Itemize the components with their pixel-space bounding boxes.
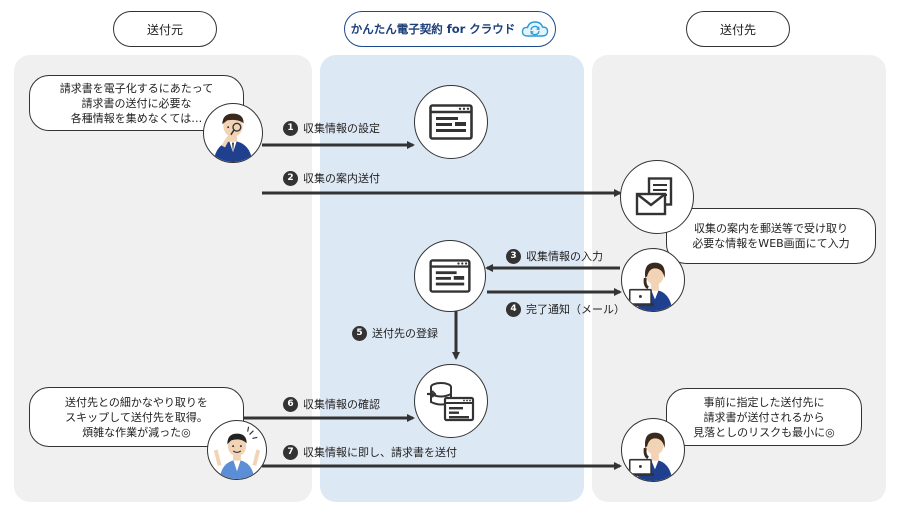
sender-header: 送付元 [113,11,217,47]
step-3: 3 収集情報の入力 [506,248,603,264]
bubble-line: 煩雑な作業が減った◎ [82,425,191,439]
step-2: 2 収集の案内送付 [283,170,380,186]
businesswoman-laptop-icon [626,262,673,311]
step-label: 収集情報の確認 [303,398,380,411]
bubble-line: 各種情報を集めなくては… [70,111,203,125]
step-number: 2 [283,170,298,186]
bubble-line: 必要な情報をWEB画面にて入力 [692,237,850,250]
step-label: 完了通知（メール） [526,303,625,316]
bubble-line: 請求書の送付に必要な [81,96,192,110]
step-4: 4 完了通知（メール） [506,301,625,317]
recipient-input-bubble: 収集の案内を郵送等で受け取り 必要な情報をWEB画面にて入力 [666,208,876,264]
step-label: 収集情報の設定 [303,122,380,135]
recipient-person-laptop [621,418,685,482]
recipient-header-label: 送付先 [719,22,756,37]
bubble-line: 収集の案内を郵送等で受け取り [694,222,848,235]
browser-window-icon [429,104,473,140]
step-number: 5 [352,325,367,341]
registry-database [414,364,488,438]
envelope-document-icon [635,177,673,216]
service-header: かんたん電子契約 for クラウド 送付先 [344,11,556,47]
sender-header-label: 送付元 [146,22,183,37]
step-label: 収集情報の入力 [526,250,603,263]
step-label: 収集の案内送付 [303,172,380,185]
service-header-label: かんたん電子契約 for クラウド [350,22,516,36]
database-browser-icon [427,382,475,422]
step-number: 6 [283,396,298,412]
settings-browser [414,85,488,159]
bubble-line: 事前に指定した送付先に [703,395,825,409]
bubble-line: 請求書を電子化するにあたって [59,81,214,95]
bubble-line: 請求書が送付されるから [703,410,825,424]
step-number: 4 [506,301,521,317]
recipient-person-laptop [621,248,685,312]
step-number: 7 [283,444,298,460]
step-5: 5 送付先の登録 [352,325,438,341]
step-7: 7 収集情報に即し、請求書を送付 [283,444,457,460]
step-number: 1 [283,120,298,136]
businessman-icon [213,113,253,162]
step-label: 送付先の登録 [372,327,438,340]
bubble-line: スキップして送付先を取得。 [65,410,208,424]
businesswoman-laptop-icon [626,432,673,481]
bubble-line: 送付先との細かなやり取りを [65,395,208,409]
step-label: 収集情報に即し、請求書を送付 [303,446,457,459]
step-number: 3 [506,248,521,264]
recipient-result-bubble: 事前に指定した送付先に 請求書が送付されるから 見落としのリスクも最小に◎ [666,388,862,446]
recipient-header: 送付先 [686,11,790,47]
invitation-mail [620,160,694,234]
sender-person-thinking [203,103,263,163]
sender-person-happy [207,420,267,480]
sender-result-bubble: 送付先との細かなやり取りを スキップして送付先を取得。 煩雑な作業が減った◎ [29,387,244,447]
bubble-line: 見落としのリスクも最小に◎ [693,425,835,439]
cloud-sync-icon [522,21,549,37]
input-browser [414,240,486,312]
businessman-icon [213,426,261,479]
step-1: 1 収集情報の設定 [283,120,380,136]
browser-window-icon [429,259,471,293]
step-6: 6 収集情報の確認 [283,396,380,412]
